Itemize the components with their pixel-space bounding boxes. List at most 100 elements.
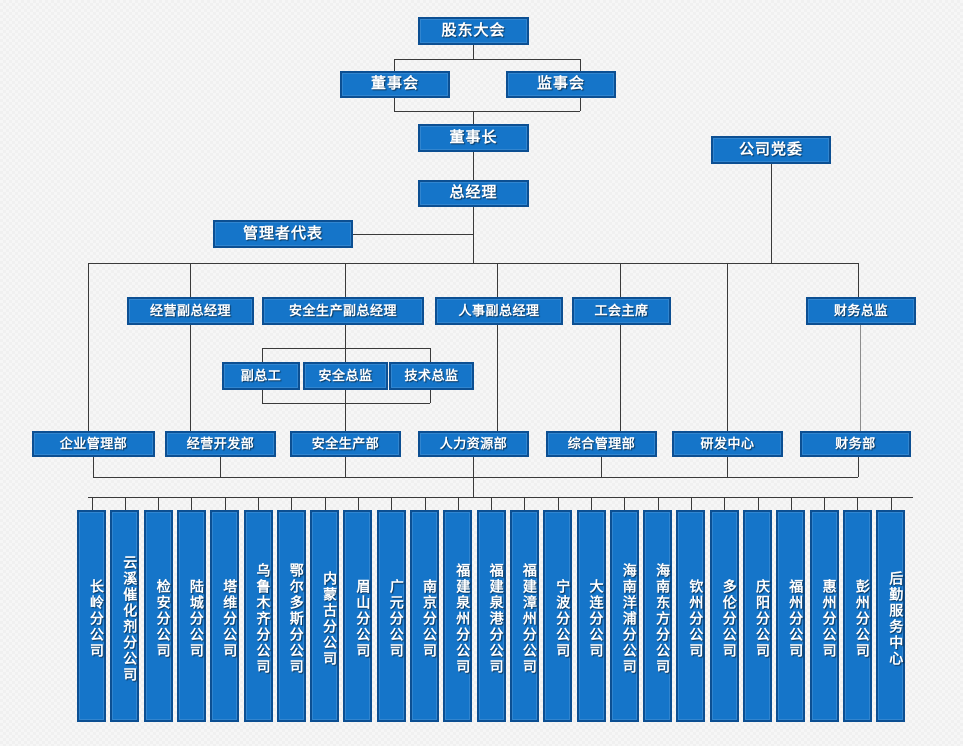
node-label: 云溪催化剂分公司 bbox=[122, 555, 139, 683]
node-branch-company[interactable]: 大连分公司 bbox=[576, 510, 606, 722]
node-label: 总经理 bbox=[449, 184, 498, 202]
node-branch-company[interactable]: 海南洋浦分公司 bbox=[609, 510, 639, 722]
connector-dept-5-down bbox=[601, 455, 602, 477]
connector-branch-drop bbox=[457, 497, 459, 510]
node-party-committee[interactable]: 公司党委 bbox=[711, 136, 831, 164]
node-label: 股东大会 bbox=[441, 21, 506, 39]
node-label: 海南东方分公司 bbox=[655, 563, 672, 675]
connector-branch-drop bbox=[790, 497, 792, 510]
node-label: 乌鲁木齐分公司 bbox=[255, 563, 272, 675]
node-shareholders[interactable]: 股东大会 bbox=[418, 17, 529, 45]
node-board-of-supervisors[interactable]: 监事会 bbox=[506, 71, 616, 98]
connector-dept-7-down bbox=[858, 455, 859, 477]
connector-branch-drop bbox=[158, 497, 160, 510]
connector-drop-rnd bbox=[727, 263, 728, 431]
node-label: 鄂尔多斯分公司 bbox=[288, 563, 305, 675]
node-branch-company[interactable]: 惠州分公司 bbox=[809, 510, 839, 722]
node-branch-company[interactable]: 云溪催化剂分公司 bbox=[110, 510, 140, 722]
connector-branch-drop bbox=[258, 497, 259, 510]
node-vice-gm-safety-production[interactable]: 安全生产副总经理 bbox=[262, 297, 424, 325]
node-label: 大连分公司 bbox=[588, 579, 605, 659]
node-union-chairman[interactable]: 工会主席 bbox=[572, 297, 671, 325]
node-label: 福建泉州分公司 bbox=[455, 563, 472, 675]
node-branch-company[interactable]: 陆城分公司 bbox=[176, 510, 206, 722]
node-department-finance[interactable]: 财务部 bbox=[800, 431, 911, 457]
node-branch-company[interactable]: 乌鲁木齐分公司 bbox=[243, 510, 273, 722]
connector-branch-drop bbox=[624, 497, 626, 510]
connector-dept-1-down bbox=[93, 455, 94, 477]
node-branch-company[interactable]: 宁波分公司 bbox=[543, 510, 573, 722]
node-branch-company[interactable]: 福建泉港分公司 bbox=[476, 510, 506, 722]
connector-drop-vm-2 bbox=[345, 263, 346, 297]
node-department-human-resources[interactable]: 人力资源部 bbox=[418, 431, 529, 457]
connector-drop-vm-1 bbox=[190, 263, 191, 297]
node-deputy-chief-engineer[interactable]: 副总工 bbox=[222, 362, 300, 390]
node-label: 财务部 bbox=[835, 435, 876, 451]
node-technical-director[interactable]: 技术总监 bbox=[389, 362, 474, 390]
node-branch-company[interactable]: 福建漳州分公司 bbox=[509, 510, 539, 722]
node-general-manager[interactable]: 总经理 bbox=[418, 180, 529, 207]
connector-chief-1-up bbox=[262, 348, 263, 362]
node-branch-company[interactable]: 检安分公司 bbox=[143, 510, 173, 722]
node-department-enterprise-management[interactable]: 企业管理部 bbox=[32, 431, 155, 457]
connector-board-up bbox=[394, 59, 395, 72]
connector-drop-vm-3 bbox=[497, 263, 498, 297]
node-branch-company[interactable]: 南京分公司 bbox=[410, 510, 439, 722]
connector-drop-cfo bbox=[858, 263, 859, 297]
node-branch-company[interactable]: 内蒙古分公司 bbox=[310, 510, 340, 722]
node-branch-company[interactable]: 多伦分公司 bbox=[709, 510, 739, 722]
node-branch-company[interactable]: 彭州分公司 bbox=[842, 510, 872, 722]
node-label: 庆阳分公司 bbox=[755, 579, 771, 659]
node-branch-company[interactable]: 广元分公司 bbox=[376, 510, 406, 722]
node-branch-company[interactable]: 鄂尔多斯分公司 bbox=[276, 510, 306, 722]
node-department-business-development[interactable]: 经营开发部 bbox=[165, 431, 276, 457]
connector-branch-drop bbox=[324, 497, 326, 510]
node-branch-company[interactable]: 钦州分公司 bbox=[676, 510, 706, 722]
node-management-representative[interactable]: 管理者代表 bbox=[213, 220, 353, 248]
node-department-general-management[interactable]: 综合管理部 bbox=[546, 431, 657, 457]
node-label: 经营副总经理 bbox=[149, 302, 231, 318]
node-chairman[interactable]: 董事长 bbox=[418, 124, 529, 152]
connector-dept-4-down bbox=[473, 455, 474, 497]
node-label: 企业管理部 bbox=[59, 435, 128, 451]
node-vice-gm-operations[interactable]: 经营副总经理 bbox=[127, 297, 254, 325]
node-label: 多伦分公司 bbox=[721, 579, 738, 659]
connector-vm3-dept bbox=[497, 325, 498, 431]
node-label: 董事会 bbox=[370, 75, 419, 93]
node-branch-company[interactable]: 眉山分公司 bbox=[343, 510, 373, 722]
connector-branch-drop bbox=[424, 497, 426, 510]
connector-branch-drop bbox=[857, 497, 859, 510]
connector-branch-drop bbox=[491, 497, 493, 510]
node-label: 内蒙古分公司 bbox=[322, 571, 339, 667]
connector-supervisors-down bbox=[580, 98, 581, 111]
node-label: 研发中心 bbox=[700, 435, 755, 451]
node-label: 钦州分公司 bbox=[688, 579, 705, 659]
node-department-safety-production[interactable]: 安全生产部 bbox=[290, 431, 401, 457]
node-label: 广元分公司 bbox=[388, 579, 405, 659]
connector-branch-drop bbox=[357, 497, 359, 510]
connector-cfo-finance bbox=[860, 325, 861, 431]
node-vice-gm-hr[interactable]: 人事副总经理 bbox=[435, 297, 563, 325]
node-safety-director[interactable]: 安全总监 bbox=[303, 362, 388, 390]
node-branch-company[interactable]: 后勤服务中心 bbox=[876, 510, 906, 722]
node-label: 技术总监 bbox=[404, 367, 459, 383]
node-department-rnd-center[interactable]: 研发中心 bbox=[672, 431, 783, 457]
node-branch-company[interactable]: 海南东方分公司 bbox=[643, 510, 673, 722]
node-branch-company[interactable]: 福州分公司 bbox=[776, 510, 806, 722]
connector-management-rep bbox=[353, 234, 474, 235]
connector-chief-3-up bbox=[430, 348, 431, 362]
node-label: 南京分公司 bbox=[422, 579, 438, 659]
connector-party-down bbox=[771, 164, 772, 263]
node-cfo[interactable]: 财务总监 bbox=[806, 297, 916, 325]
node-label: 后勤服务中心 bbox=[888, 571, 905, 667]
connector-branch-drop bbox=[690, 497, 692, 510]
node-branch-company[interactable]: 庆阳分公司 bbox=[743, 510, 772, 722]
connector-vm1-dept bbox=[190, 325, 191, 431]
connector-bus-chairman bbox=[394, 111, 580, 112]
node-label: 副总工 bbox=[240, 367, 282, 383]
node-branch-company[interactable]: 长岭分公司 bbox=[77, 510, 106, 722]
node-branch-company[interactable]: 福建泉州分公司 bbox=[443, 510, 473, 722]
node-branch-company[interactable]: 塔维分公司 bbox=[210, 510, 240, 722]
node-label: 安全总监 bbox=[318, 367, 373, 383]
node-board-of-directors[interactable]: 董事会 bbox=[340, 71, 450, 98]
